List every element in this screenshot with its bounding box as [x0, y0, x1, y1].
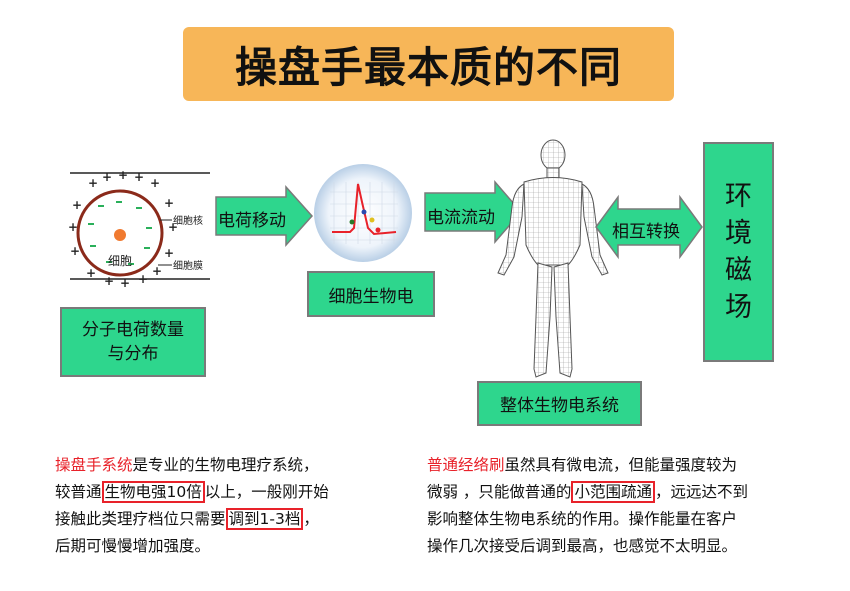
molecule-line-2: 与分布	[107, 344, 159, 364]
human-body-figure	[497, 139, 609, 378]
svg-text:+: +	[168, 220, 178, 234]
right-line-1: 普通经络刷虽然具有微电流，但能量强度较为	[427, 452, 748, 479]
whole-system-box: 整体生物电系统	[477, 381, 642, 426]
svg-text:+: +	[164, 246, 174, 260]
svg-text:+: +	[68, 220, 78, 234]
cell-diagram: +++++ ++ ++ ++ +++++ 细胞 细胞核 细胞膜	[68, 168, 210, 290]
svg-text:+: +	[118, 168, 128, 182]
arrow-charge-move-label: 电荷移动	[218, 211, 286, 231]
cell-nucleus	[114, 229, 126, 241]
right-highlight-term: 普通经络刷	[427, 456, 505, 474]
arrow-mutual-convert-label: 相互转换	[612, 222, 680, 242]
left-line-1: 操盘手系统是专业的生物电理疗系统，	[55, 452, 329, 479]
left-boxed-level: 调到1-3档	[225, 508, 304, 530]
left-boxed-strength: 生物电强10倍	[101, 481, 205, 503]
environment-char-2: 境	[725, 218, 752, 249]
arrow-charge-move	[215, 185, 314, 247]
right-line-2-pre: 微弱 ，只能做普通的	[427, 483, 572, 501]
left-line-3-post: ，	[303, 510, 319, 528]
left-line-2: 较普通生物电强10倍以上，一般刚开始	[55, 479, 329, 506]
left-line-2-post: 以上，一般刚开始	[204, 483, 329, 501]
nucleus-label: 细胞核	[173, 214, 203, 227]
cell-bio-box: 细胞生物电	[307, 271, 435, 317]
left-paragraph: 操盘手系统是专业的生物电理疗系统， 较普通生物电强10倍以上，一般刚开始 接触此…	[55, 452, 329, 560]
svg-text:+: +	[102, 170, 112, 184]
title-banner: 操盘手最本质的不同	[183, 27, 674, 101]
left-line-3-pre: 接触此类理疗档位只需要	[55, 510, 226, 528]
arrow-mutual-convert	[595, 194, 703, 260]
svg-text:+: +	[150, 176, 160, 190]
arrow-current-flow	[424, 180, 522, 244]
right-line-1-text: 虽然具有微电流，但能量强度较为	[504, 456, 738, 474]
molecule-box: 分子电荷数量 与分布	[60, 307, 206, 377]
right-paragraph: 普通经络刷虽然具有微电流，但能量强度较为 微弱 ，只能做普通的小范围疏通，远远达…	[427, 452, 748, 560]
svg-text:+: +	[152, 264, 162, 278]
charge-minus-marks	[88, 201, 152, 265]
page-title: 操盘手最本质的不同	[234, 42, 622, 92]
svg-text:+: +	[164, 196, 174, 210]
environment-char-1: 环	[725, 181, 752, 212]
left-line-3: 接触此类理疗档位只需要调到1-3档，	[55, 506, 329, 533]
environment-box: 环 境 磁 场	[703, 142, 774, 362]
membrane-label: 细胞膜	[173, 259, 203, 272]
left-highlight-term: 操盘手系统	[55, 456, 133, 474]
whole-system-label: 整体生物电系统	[500, 396, 619, 416]
svg-text:+: +	[88, 176, 98, 190]
right-line-2-post: ，远远达不到	[654, 483, 748, 501]
left-line-1-text: 是专业的生物电理疗系统，	[132, 456, 319, 474]
cell-label: 细胞	[108, 254, 132, 268]
svg-text:+: +	[120, 276, 130, 290]
right-line-4: 操作几次接受后调到最高，也感觉不太明显。	[427, 537, 738, 555]
svg-text:+: +	[104, 274, 114, 288]
environment-char-3: 磁	[725, 255, 752, 286]
svg-text:+: +	[72, 198, 82, 212]
bioelectric-graph	[314, 164, 412, 262]
right-line-3: 影响整体生物电系统的作用。操作能量在客户	[427, 510, 738, 528]
action-potential-curve	[332, 183, 397, 236]
right-line-2: 微弱 ，只能做普通的小范围疏通，远远达不到	[427, 479, 748, 506]
molecule-line-1: 分子电荷数量	[82, 320, 184, 340]
left-line-4: 后期可慢慢增加强度。	[55, 537, 211, 555]
cell-bio-label: 细胞生物电	[328, 286, 414, 307]
left-line-2-pre: 较普通	[55, 483, 102, 501]
right-boxed-scope: 小范围疏通	[571, 481, 655, 503]
svg-text:+: +	[86, 266, 96, 280]
arrow-current-flow-label: 电流流动	[427, 208, 495, 228]
svg-text:+: +	[70, 244, 80, 258]
svg-text:+: +	[134, 170, 144, 184]
environment-char-4: 场	[725, 292, 752, 323]
